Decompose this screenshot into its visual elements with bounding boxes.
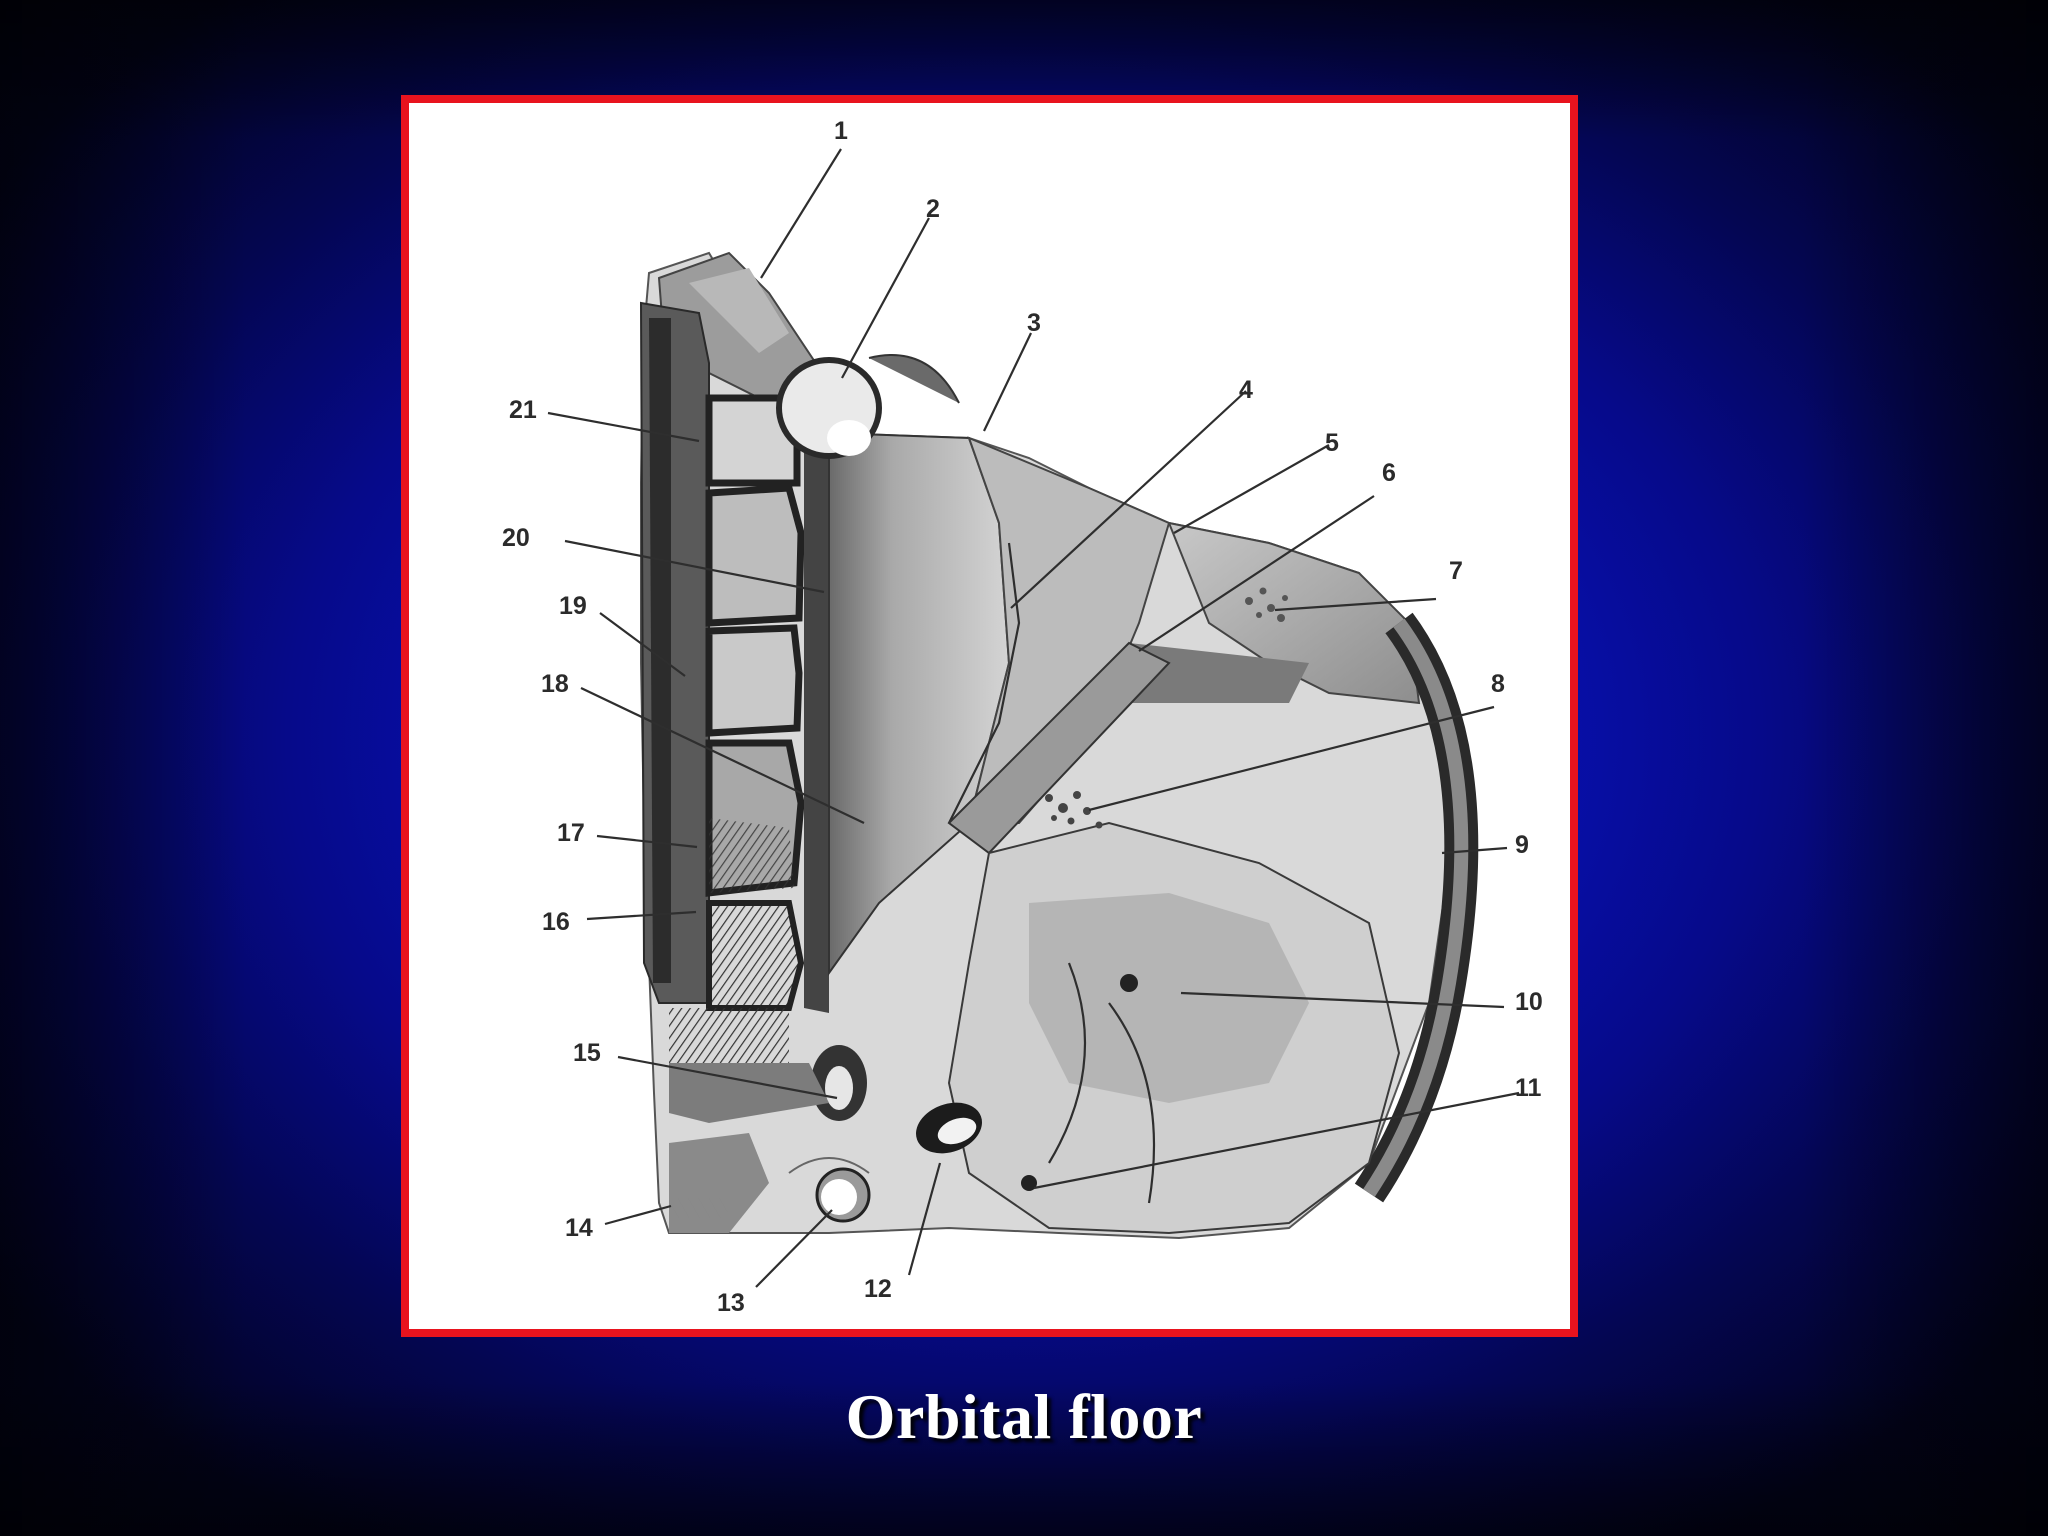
slide-title: Orbital floor — [845, 1381, 1203, 1452]
callout-10: 10 — [1515, 988, 1543, 1016]
callout-6: 6 — [1382, 459, 1396, 487]
callout-8: 8 — [1491, 670, 1505, 698]
bone-drawing — [639, 251, 1479, 1240]
callout-7: 7 — [1449, 557, 1463, 585]
orbital-floor-illustration: 1 2 3 4 5 6 7 8 9 10 11 12 13 14 15 16 1… — [502, 117, 1543, 1317]
callout-20: 20 — [502, 524, 530, 552]
callout-9: 9 — [1515, 831, 1529, 859]
callout-21: 21 — [509, 396, 537, 424]
callout-2: 2 — [926, 195, 940, 223]
leader-lines — [547, 148, 1520, 1288]
callout-11: 11 — [1515, 1074, 1542, 1102]
callout-3: 3 — [1027, 309, 1041, 337]
callout-15: 15 — [573, 1039, 601, 1067]
callout-labels: 1 2 3 4 5 6 7 8 9 10 11 12 13 14 15 16 1… — [502, 117, 1543, 1317]
callout-16: 16 — [542, 908, 570, 936]
anatomy-figure-frame: 1 2 3 4 5 6 7 8 9 10 11 12 13 14 15 16 1… — [401, 95, 1578, 1337]
callout-13: 13 — [717, 1289, 745, 1317]
callout-19: 19 — [559, 592, 587, 620]
callout-12: 12 — [864, 1275, 892, 1303]
callout-4: 4 — [1239, 376, 1253, 404]
callout-17: 17 — [557, 819, 585, 847]
callout-14: 14 — [565, 1214, 593, 1242]
callout-18: 18 — [541, 670, 569, 698]
callout-5: 5 — [1325, 429, 1339, 457]
callout-1: 1 — [834, 117, 848, 145]
